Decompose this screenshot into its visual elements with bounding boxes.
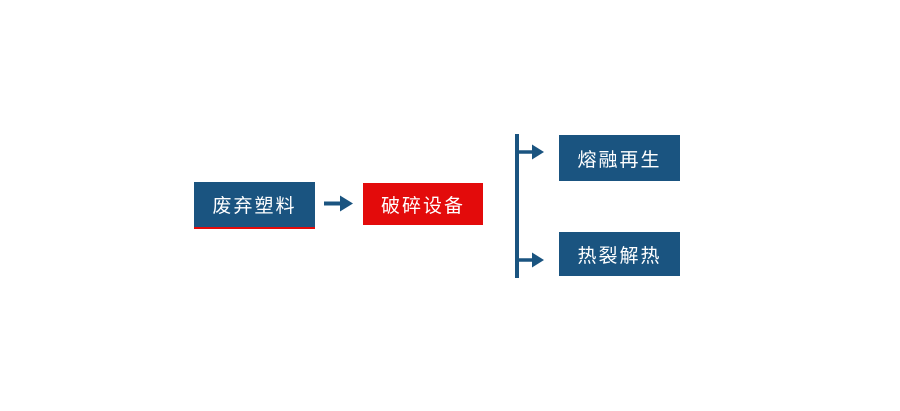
- branch-connector-line: [515, 134, 519, 278]
- node-crushing-equipment: 破碎设备: [363, 183, 483, 225]
- arrow-right-icon: [324, 195, 353, 212]
- node-waste-plastic: 废弃塑料: [194, 182, 315, 229]
- node-melt-regeneration: 熔融再生: [559, 135, 680, 181]
- branch-arrow-bottom-icon: [519, 252, 544, 268]
- node-melt-regeneration-label: 熔融再生: [577, 149, 662, 171]
- node-waste-plastic-label: 废弃塑料: [212, 196, 297, 217]
- node-crushing-equipment-label: 破碎设备: [380, 195, 465, 217]
- branch-arrow-top-icon: [519, 144, 544, 160]
- node-pyrolysis-heat-label: 热裂解热: [577, 245, 662, 267]
- node-pyrolysis-heat: 热裂解热: [559, 232, 680, 276]
